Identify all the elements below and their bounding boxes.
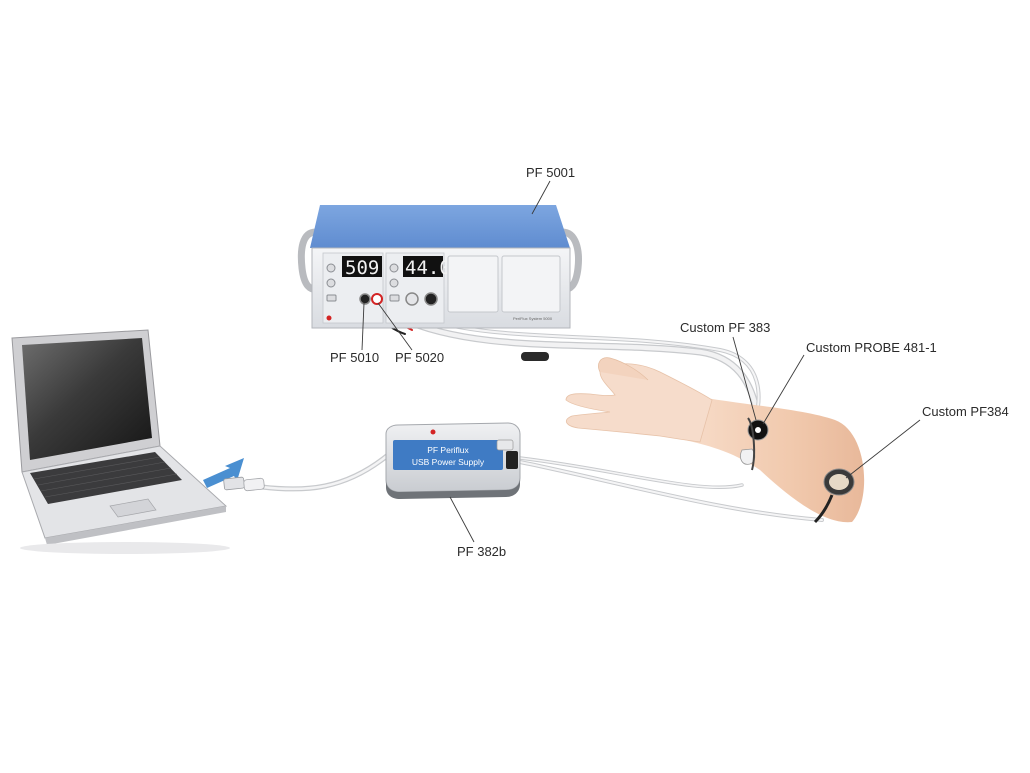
usb-box-panel [393, 440, 503, 470]
laptop-screen [22, 338, 152, 460]
module-left-port-red[interactable] [371, 293, 383, 305]
module-left-knob[interactable] [326, 263, 336, 273]
laptop [11, 329, 230, 554]
usb-box-connector [506, 451, 518, 469]
module-right-switch[interactable] [389, 294, 400, 302]
usb-power-supply: PF Periflux USB Power Supply [385, 422, 521, 499]
right-display-readout: 44.0 [405, 257, 451, 279]
hand [565, 363, 713, 443]
arm [565, 357, 865, 523]
module-left-button[interactable] [326, 278, 336, 288]
leader-probe-481 [762, 354, 805, 425]
label-main-unit: PF 5001 [526, 165, 575, 180]
laptop-trackpad [109, 498, 157, 518]
right-display [403, 256, 443, 277]
leader-module-left [361, 302, 365, 351]
usb-box-logo-icon [430, 429, 436, 435]
main-unit: 509 44.0 PeriFlux System 5000 [297, 205, 582, 329]
label-probe-383: Custom PF 383 [680, 320, 770, 335]
unit-logo-icon [326, 315, 332, 321]
module-right-port-grey[interactable] [405, 292, 419, 306]
module-left-port-black[interactable] [359, 293, 371, 305]
module-left-switch[interactable] [326, 294, 337, 302]
usb-box-line2: USB Power Supply [412, 457, 485, 467]
label-module-right: PF 5020 [395, 350, 444, 365]
leader-main-unit [531, 180, 551, 215]
module-right-knob[interactable] [389, 263, 399, 273]
label-probe-481: Custom PROBE 481-1 [806, 340, 937, 355]
usb-box-line1: PF Periflux [427, 445, 469, 455]
label-probe-384: Custom PF384 [922, 404, 1009, 419]
probe-384 [813, 468, 855, 524]
usb-direction-arrow [203, 458, 244, 488]
laptop-keyboard [30, 452, 182, 504]
module-right-port-black[interactable] [424, 292, 438, 306]
leader-probe-384 [845, 419, 921, 479]
laptop-base-front [45, 506, 226, 545]
module-right-button[interactable] [389, 278, 399, 288]
cable-clip [521, 352, 549, 361]
blank-bay-1 [447, 255, 499, 313]
wrist-strap [747, 417, 756, 471]
leader-module-right [377, 302, 413, 351]
usb-box-bottom [386, 478, 520, 499]
unit-lid [310, 205, 570, 248]
unit-footer-text: PeriFlux System 5000 [513, 316, 553, 321]
usb-plug [223, 476, 265, 492]
thumb [598, 357, 649, 381]
leader-usb-supply [449, 496, 475, 543]
left-display-readout: 509 [345, 257, 379, 279]
left-display [342, 256, 382, 277]
leader-probe-383 [732, 336, 757, 421]
label-module-left: PF 5010 [330, 350, 379, 365]
usb-box-port [496, 439, 514, 451]
forearm [685, 395, 865, 523]
label-usb-supply: PF 382b [457, 544, 506, 559]
wrist-probes [740, 417, 769, 471]
blank-bay-2 [501, 255, 561, 313]
